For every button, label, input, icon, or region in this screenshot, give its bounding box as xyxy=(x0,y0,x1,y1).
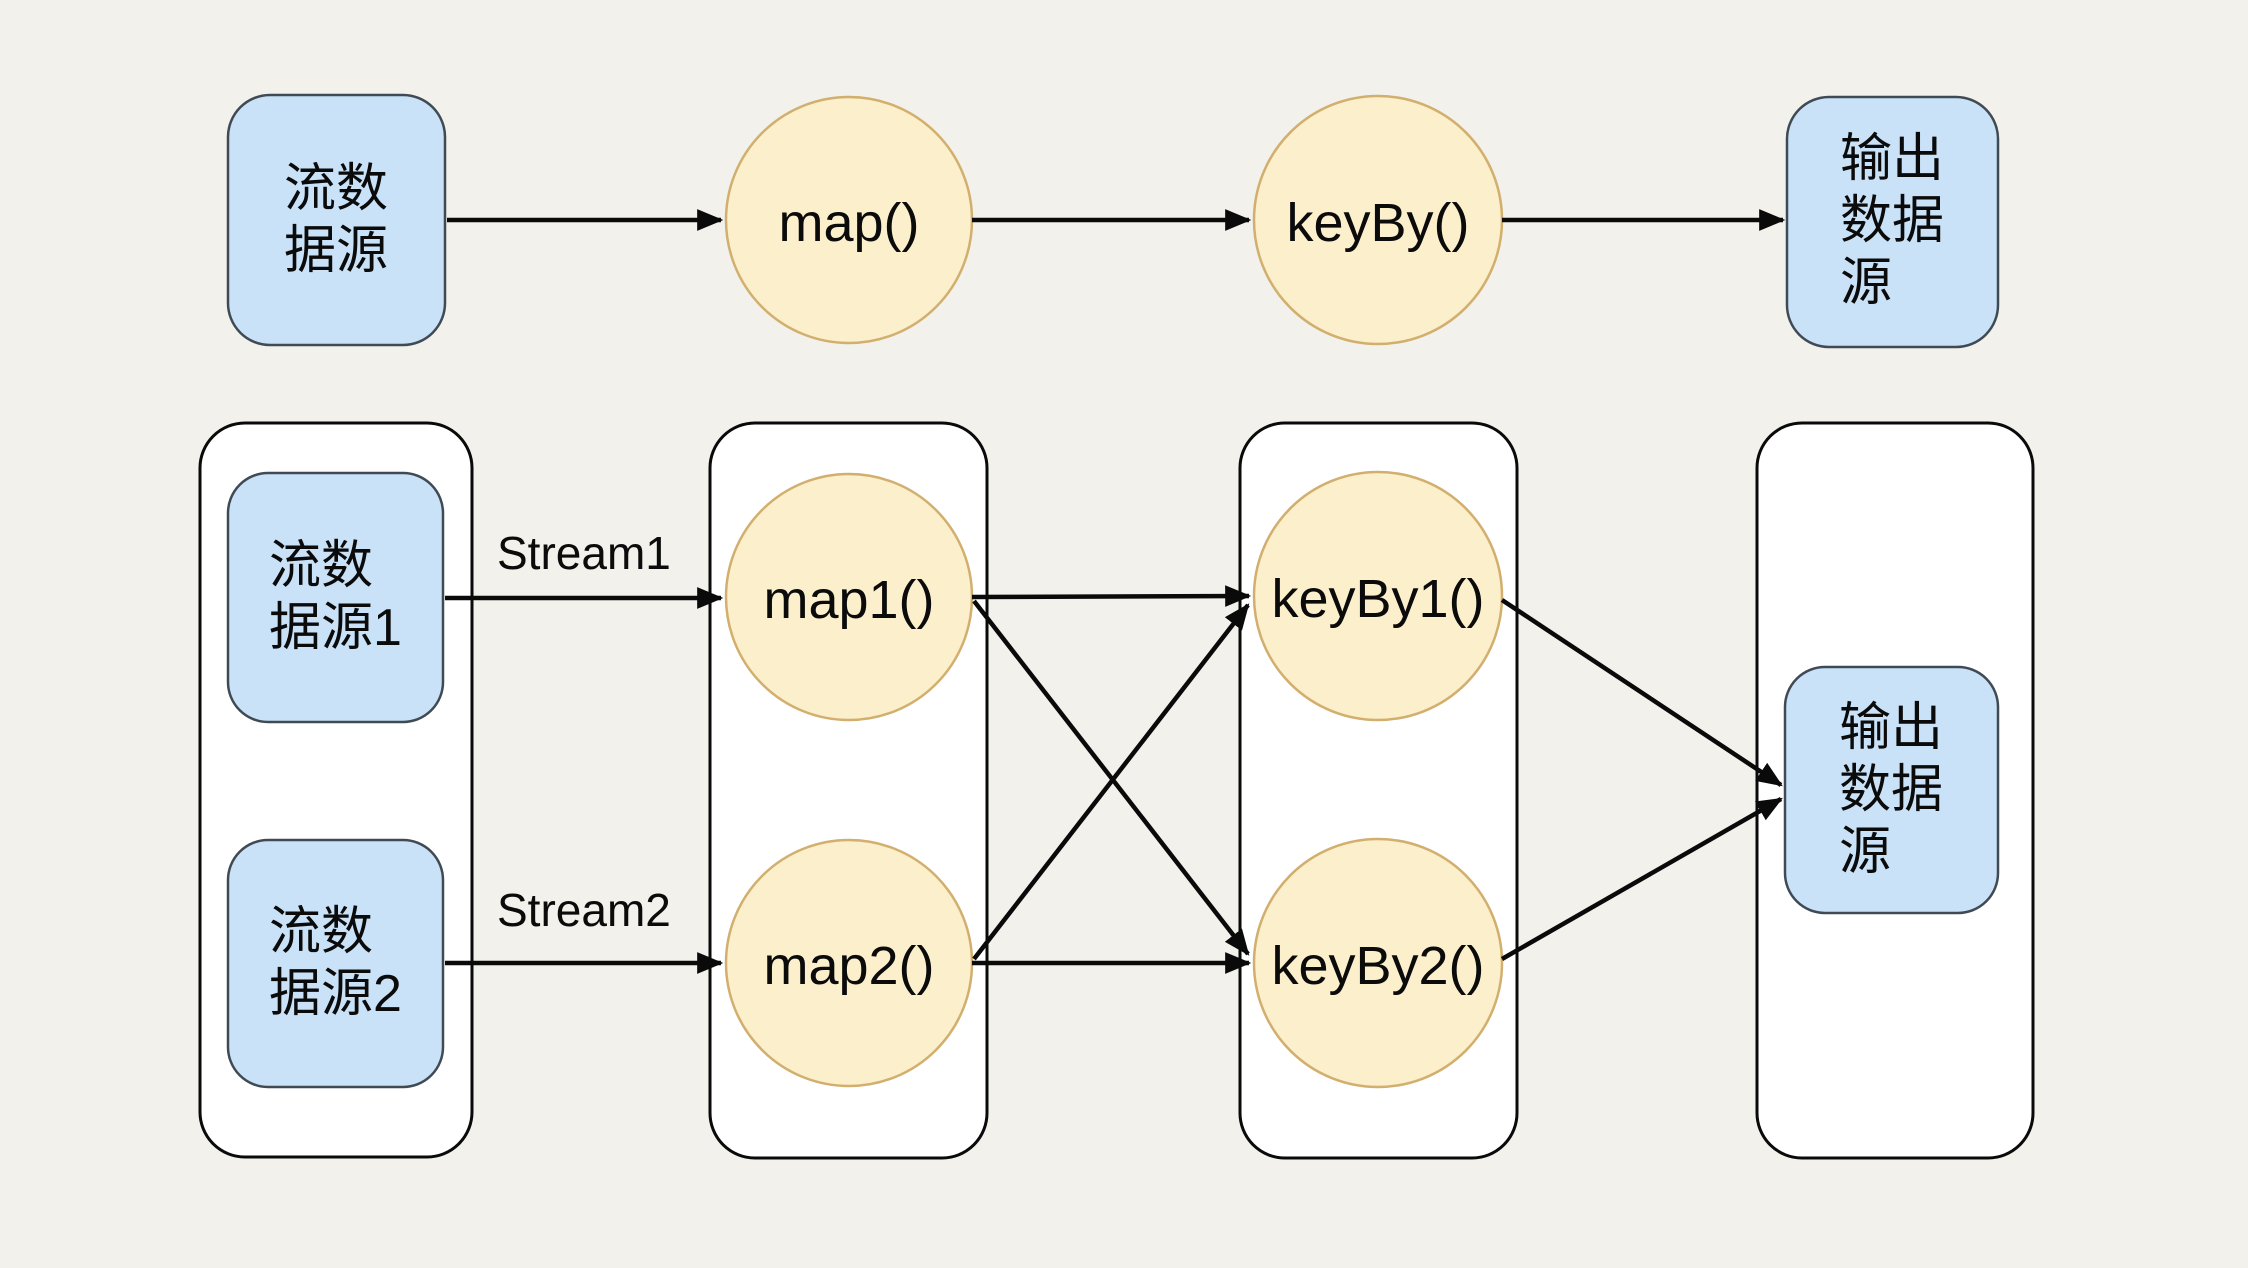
arrow-keyby1-to-sink xyxy=(1500,598,1783,787)
top-source-label-line2: 据源 xyxy=(284,222,388,280)
stream1-label: Stream1 xyxy=(497,527,671,579)
top-keyby-label: keyBy() xyxy=(1286,193,1469,253)
keyby1-node xyxy=(1252,470,1504,722)
top-source-node xyxy=(226,93,447,347)
arrow-map1-to-keyby1 xyxy=(971,585,1252,607)
map1-label: map1() xyxy=(763,570,934,630)
bottom-flow: 流数 据源1 流数 据源2 Stream1 Stream2 map1() map… xyxy=(198,421,2035,1160)
source1-label-line2: 据源1 xyxy=(269,599,402,657)
source2-node xyxy=(226,838,445,1089)
top-sink-label-line3: 源 xyxy=(1840,254,1892,312)
source1-label-line1: 流数 xyxy=(269,537,373,595)
top-sink-label-line2: 数据 xyxy=(1840,192,1944,250)
top-flow: 流数 据源 map() keyBy() 输出 数据 源 xyxy=(226,93,2000,349)
top-sink-node xyxy=(1785,95,2000,349)
map2-label: map2() xyxy=(763,936,934,996)
arrow-keyby2-to-sink xyxy=(1500,797,1783,961)
keyby2-label: keyBy2() xyxy=(1271,936,1484,996)
source2-label-line1: 流数 xyxy=(269,903,373,961)
keyby2-node xyxy=(1252,837,1504,1089)
bottom-sink-label-line3: 源 xyxy=(1839,823,1891,881)
bottom-sink-label-line1: 输出 xyxy=(1839,699,1943,757)
source2-label-line2: 据源2 xyxy=(269,965,402,1023)
stream2-label: Stream2 xyxy=(497,884,671,936)
top-sink-label-line1: 输出 xyxy=(1840,130,1944,188)
keyby1-label: keyBy1() xyxy=(1271,569,1484,629)
bottom-sink-label-line2: 数据 xyxy=(1839,761,1943,819)
source1-node xyxy=(226,471,445,724)
arrow-map2-to-keyby1 xyxy=(972,603,1250,961)
top-map-label: map() xyxy=(778,193,919,253)
arrow-map1-to-keyby2 xyxy=(972,599,1250,956)
top-source-label-line1: 流数 xyxy=(284,160,388,218)
bottom-sink-node xyxy=(1783,665,2000,915)
